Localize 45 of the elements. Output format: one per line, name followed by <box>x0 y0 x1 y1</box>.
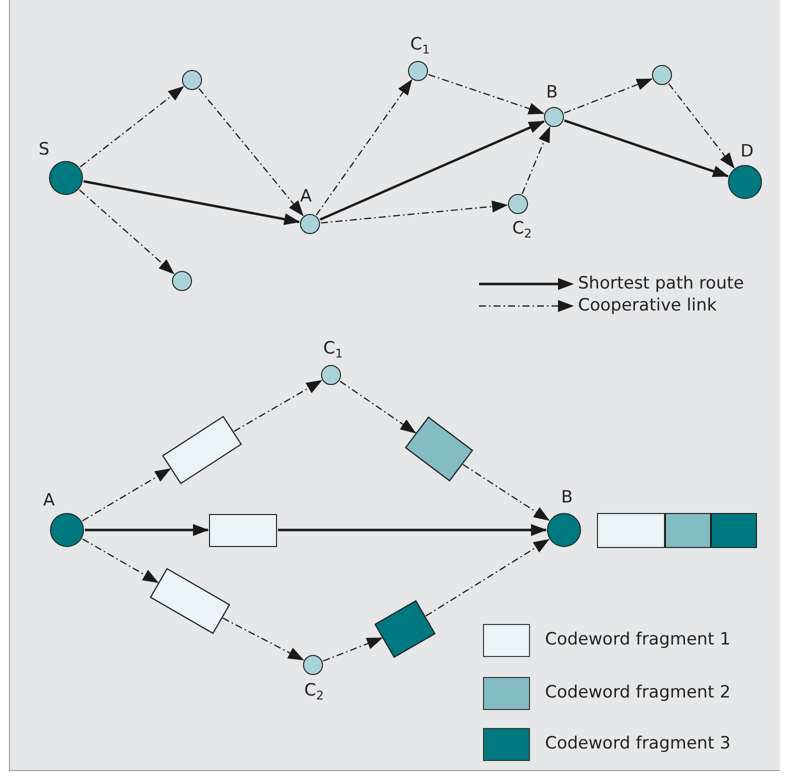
cooperative-link-arrow <box>79 190 175 274</box>
codeword-fragment <box>162 416 242 484</box>
cooperative-link-arrow <box>320 200 508 224</box>
node-label: B <box>561 490 573 506</box>
codeword-fragment <box>665 512 711 548</box>
codeword-fragment <box>209 514 277 546</box>
node-label: S <box>38 142 50 158</box>
node-label: A <box>300 188 312 206</box>
route-arrow <box>85 524 209 536</box>
cooperative-link-arrow <box>82 468 171 522</box>
cooperative-link-arrow <box>198 88 304 216</box>
legend-text: Codeword fragment 1 <box>545 632 731 648</box>
node-label: A <box>43 492 55 510</box>
codeword-fragment <box>374 600 436 658</box>
cooperative-link-arrow <box>668 83 735 169</box>
codeword-fragment <box>404 416 474 482</box>
cooperative-link-arrow <box>462 464 550 521</box>
node-label: C$_{2}$ <box>512 220 532 240</box>
route-arrow <box>564 119 729 178</box>
cooperative-link-arrow <box>428 74 545 114</box>
legend-text: Codeword fragment 2 <box>545 684 731 702</box>
route-arrow <box>83 180 300 226</box>
cooperative-link-arrow <box>564 78 653 114</box>
node-label: C$_{1}$ <box>410 36 430 56</box>
cooperative-link-arrow <box>82 538 159 584</box>
legend-text: Codeword fragment 3 <box>545 736 731 752</box>
cooperative-link-arrow <box>323 637 383 662</box>
route-arrow <box>278 524 547 536</box>
cooperative-link-arrow <box>234 380 322 432</box>
cooperative-link-arrow <box>80 86 184 168</box>
cooperative-link-arrow <box>316 79 412 216</box>
cooperative-link-arrow <box>522 126 550 194</box>
legend-text: Shortest path route <box>578 276 744 292</box>
codeword-fragment <box>711 512 757 548</box>
legend-text: Cooperative link <box>578 298 717 314</box>
cooperative-link-arrow <box>426 538 550 617</box>
cooperative-link-arrow <box>340 380 416 434</box>
node-label: C$_{2}$ <box>304 682 324 702</box>
codeword-fragment <box>597 512 665 548</box>
node-label: D <box>740 144 754 160</box>
codeword-fragment <box>150 568 230 634</box>
node-label: B <box>546 84 558 102</box>
cooperative-link-arrow <box>222 618 304 660</box>
node-label: C$_{1}$ <box>323 340 343 360</box>
route-arrow <box>320 120 545 221</box>
